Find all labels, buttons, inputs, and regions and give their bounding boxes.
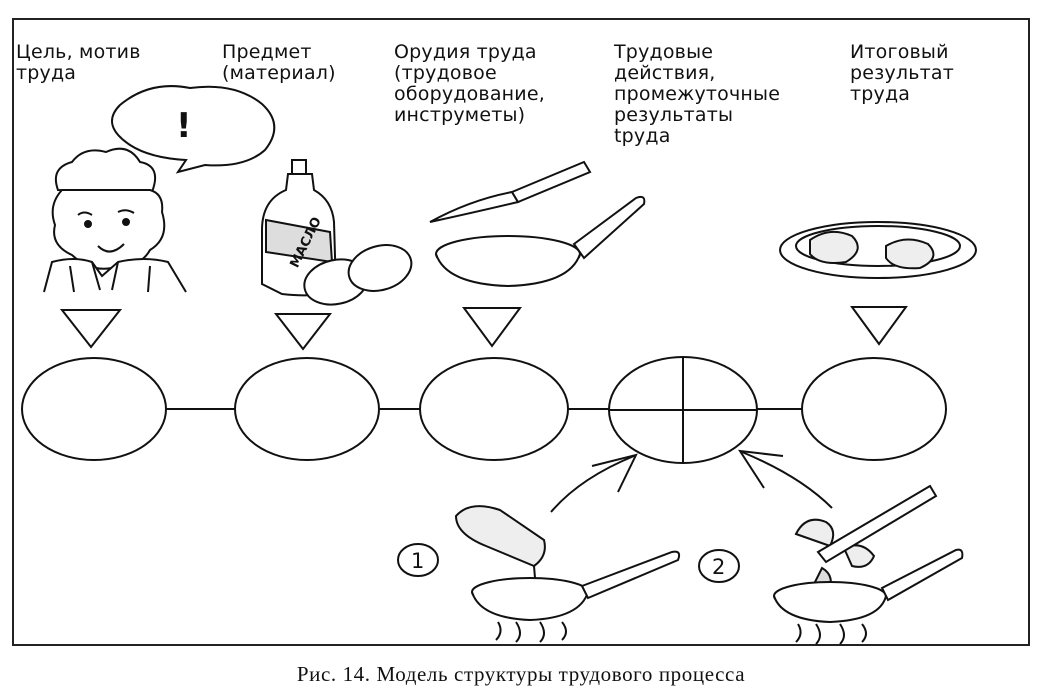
fried-eggs-plate-icon — [780, 222, 976, 278]
stage-node-goal — [22, 358, 166, 460]
stage-node-tools — [420, 358, 568, 460]
arrow-down-icon — [852, 307, 906, 344]
cracking-egg-icon — [774, 486, 962, 644]
knife-icon — [430, 162, 590, 222]
stage-node-result — [802, 358, 946, 460]
figure-caption: Рис. 14. Модель структуры трудового проц… — [0, 662, 1042, 687]
arrow-down-icon — [62, 310, 120, 347]
pouring-oil-icon — [456, 506, 679, 642]
step-number-2: 2 — [712, 555, 725, 579]
exclamation-mark: ! — [176, 106, 192, 146]
stage-node-material — [235, 358, 379, 460]
arrow-up-icon — [742, 452, 832, 508]
cook-boy-icon — [44, 149, 186, 292]
arrow-down-icon — [464, 308, 520, 346]
step-number-1: 1 — [411, 549, 424, 573]
arrow-down-icon — [276, 314, 330, 349]
